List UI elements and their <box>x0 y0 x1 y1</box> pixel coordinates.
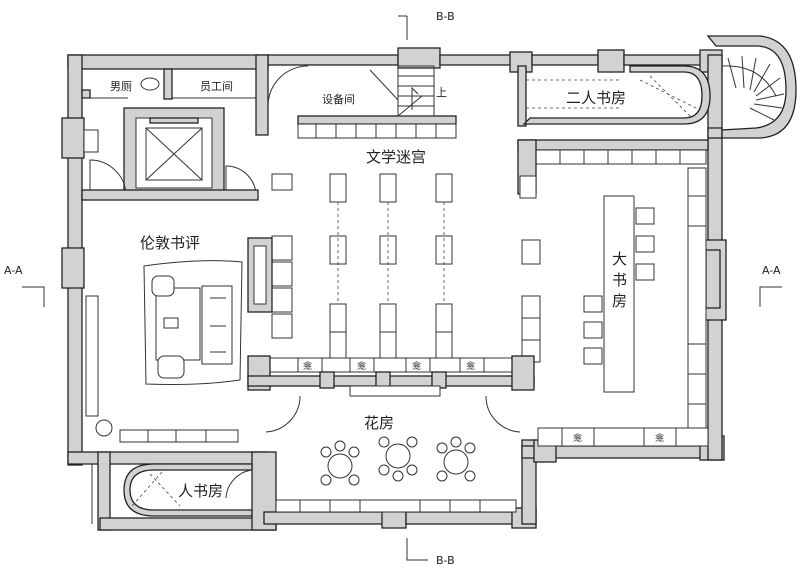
niche-label: 龛 <box>357 360 366 372</box>
niche-label: 龛 <box>466 360 475 372</box>
one-person-study-block <box>91 463 253 524</box>
room-label-literature-maze: 文学迷宫 <box>366 148 426 166</box>
long-desk <box>603 195 635 393</box>
section-label-aa-right: A-A <box>762 264 781 277</box>
flower-room-furniture <box>265 395 521 513</box>
exterior-walls <box>61 47 727 531</box>
large-study-shelves <box>517 139 709 447</box>
section-label-bb-bottom: B-B <box>436 554 455 567</box>
stair-up-label: 上 <box>436 86 447 99</box>
equipment-block <box>297 65 457 139</box>
room-label-large-study-3: 房 <box>612 292 627 310</box>
niche-label: 龛 <box>412 360 421 372</box>
flower-table-2 <box>378 436 418 482</box>
room-label-two-person-study: 二人书房 <box>566 89 626 107</box>
sink-fixture <box>83 129 99 153</box>
niche-label: 龛 <box>655 432 664 444</box>
section-marker-bb-bottom: B-B <box>406 538 455 567</box>
section-label-aa-left: A-A <box>4 264 23 277</box>
room-label-large-study-1: 大 <box>612 250 627 268</box>
literature-maze-shelves <box>247 173 535 397</box>
niche-label: 龛 <box>303 360 312 372</box>
section-marker-aa-left: A-A <box>4 264 45 307</box>
spiral-stair <box>706 35 797 139</box>
section-marker-bb-top: B-B <box>398 10 455 40</box>
service-block <box>81 54 309 201</box>
toilet-fixture <box>140 77 160 91</box>
room-label-staff-room: 员工间 <box>200 80 233 93</box>
room-label-large-study-2: 书 <box>612 271 627 289</box>
room-label-equipment-room: 设备间 <box>322 92 355 106</box>
section-marker-aa-right: A-A <box>759 264 782 307</box>
room-label-flower-room: 花房 <box>364 414 394 432</box>
flower-table-3 <box>436 436 476 482</box>
niche-label: 龛 <box>573 432 582 444</box>
review-room-furniture <box>85 260 243 443</box>
room-label-london-book-review: 伦敦书评 <box>140 234 200 252</box>
room-label-mens-toilet: 男厕 <box>110 80 132 93</box>
two-person-study-block <box>517 65 711 127</box>
room-label-one-person-study: 人书房 <box>178 482 223 500</box>
section-label-bb-top: B-B <box>436 10 455 23</box>
flower-table-1 <box>320 440 360 486</box>
